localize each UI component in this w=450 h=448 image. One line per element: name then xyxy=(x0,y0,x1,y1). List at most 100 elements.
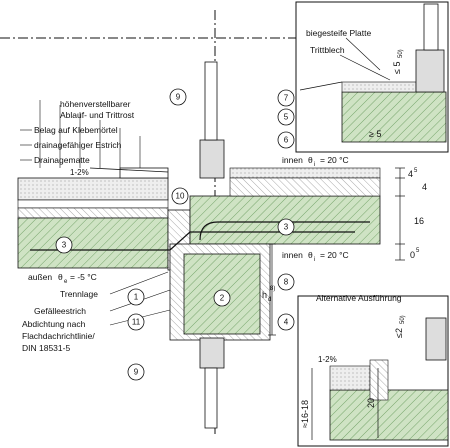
inset-bottom: Alternative Ausführung ≤2 50) 1-2% 20 ≈1… xyxy=(297,293,449,447)
svg-text:9: 9 xyxy=(176,93,181,102)
label-trennlage: Trennlage xyxy=(60,289,98,299)
inset-top-platte: biegesteife Platte xyxy=(306,28,371,38)
dim-d4: 0 xyxy=(410,250,415,260)
inset-top-dim-ge: ≥ 5 xyxy=(369,129,381,139)
marker-10: 10 xyxy=(171,187,189,205)
door-frame xyxy=(199,139,225,179)
inset-bottom-slab xyxy=(329,389,449,441)
marker-7: 7 xyxy=(277,89,295,107)
inset-top-dim-le-sup: 50) xyxy=(398,49,404,58)
marker-3-left: 3 xyxy=(55,236,73,254)
rebar-top xyxy=(30,231,355,251)
rebar-loop xyxy=(199,221,370,241)
inset-bottom-break xyxy=(369,359,389,401)
inset-bottom-dim-le-sup: 50) xyxy=(400,315,406,324)
innen-bottom-theta: θ xyxy=(308,250,313,260)
svg-text:7: 7 xyxy=(284,94,289,103)
svg-text:1: 1 xyxy=(134,293,139,302)
label-drainagematte: Drainagematte xyxy=(34,155,90,165)
drainage-mat xyxy=(17,199,169,209)
screed-layer xyxy=(17,177,169,201)
hd-label: h xyxy=(262,290,267,300)
leader-lines xyxy=(20,100,141,168)
inset-top-trittblech: Trittblech xyxy=(310,45,345,55)
window-glazing-lower xyxy=(204,367,218,429)
marker-9-top: 9 xyxy=(169,88,187,106)
label-abdichtung1: Abdichtung nach xyxy=(22,319,86,329)
inset-top-door-frame xyxy=(415,49,445,93)
dim-d1: 4 xyxy=(408,169,413,179)
temp-innen-bottom: innen θ i = 20 °C xyxy=(282,250,349,263)
innen-bottom-sub: i xyxy=(314,257,315,263)
marker-3-right: 3 xyxy=(277,218,295,236)
innen-top-theta: θ xyxy=(308,155,313,165)
interior-screed xyxy=(229,167,381,179)
label-ablauf: Ablauf- und Trittrost xyxy=(60,110,135,120)
door-glazing xyxy=(204,61,218,141)
main-section xyxy=(0,10,381,435)
dim-d3: 16 xyxy=(414,216,424,226)
inset-top: biegesteife Platte Trittblech ≤ 5 50) ≥ … xyxy=(295,1,449,153)
temp-innen-top: innen θ i = 20 °C xyxy=(282,155,349,168)
dim-d1-sup: 5 xyxy=(414,168,418,174)
aussen-sub: e xyxy=(64,279,68,285)
marker-11: 11 xyxy=(127,313,145,331)
svg-text:9: 9 xyxy=(134,368,139,377)
window-frame-lower xyxy=(199,337,225,369)
inset-bottom-slope: 1-2% xyxy=(318,355,337,364)
svg-text:3: 3 xyxy=(62,241,67,250)
inset-bottom-dim-le: ≤2 xyxy=(394,328,404,338)
marker-2: 2 xyxy=(213,289,231,307)
label-abdichtung3: DIN 18531-5 xyxy=(22,343,70,353)
dim-d2: 4 xyxy=(422,182,427,192)
inset-top-screed xyxy=(341,81,417,93)
hd-sup: 8) xyxy=(270,286,275,292)
aussen-value: = -5 °C xyxy=(70,272,97,282)
svg-text:10: 10 xyxy=(176,192,185,201)
svg-text:8: 8 xyxy=(284,278,289,287)
marker-8: 8 xyxy=(277,273,295,291)
exterior-slab xyxy=(17,217,169,269)
numbered-markers: 9 7 5 6 10 3 3 8 xyxy=(55,88,295,381)
innen-bottom-word: innen xyxy=(282,250,303,260)
inset-bottom-dim-20: 20 xyxy=(366,398,376,408)
svg-text:5: 5 xyxy=(284,113,289,122)
svg-text:3: 3 xyxy=(284,223,289,232)
inset-bottom-title: Alternative Ausführung xyxy=(316,293,402,303)
drain-grate xyxy=(119,167,169,179)
temp-aussen: außen θ e = -5 °C xyxy=(28,272,97,285)
right-dimension-chain: 4 5 4 16 0 5 xyxy=(395,167,427,261)
slope-screed xyxy=(17,207,169,219)
aussen-word: außen xyxy=(28,272,52,282)
inset-top-slab xyxy=(341,91,447,143)
inset-bottom-frame xyxy=(425,317,447,361)
inset-top-dim-le: ≤ 5 xyxy=(392,62,402,74)
svg-text:6: 6 xyxy=(284,136,289,145)
svg-text:4: 4 xyxy=(284,318,289,327)
svg-text:2: 2 xyxy=(220,294,225,303)
innen-bottom-value: = 20 °C xyxy=(320,250,349,260)
aussen-theta: θ xyxy=(58,272,63,282)
label-gefaelleestrich: Gefälleestrich xyxy=(34,306,86,316)
marker-5: 5 xyxy=(277,108,295,126)
innen-top-value: = 20 °C xyxy=(320,155,349,165)
label-hohenverstellbar: höhenverstellbarer xyxy=(60,99,131,109)
label-abdichtung2: Flachdachrichtlinie/ xyxy=(22,331,95,341)
interior-insulation xyxy=(229,177,381,197)
inset-bottom-dim-1618: ≈16-18 xyxy=(300,400,310,428)
marker-6: 6 xyxy=(277,131,295,149)
hd-dimension: h d 8) xyxy=(262,243,276,336)
label-belag: Belag auf Klebemörtel xyxy=(34,125,118,135)
inset-bottom-screed xyxy=(329,365,371,391)
label-slope-top: 1-2% xyxy=(70,168,89,177)
inset-top-glazing xyxy=(423,3,439,51)
innen-top-sub: i xyxy=(314,162,315,168)
innen-top-word: innen xyxy=(282,155,303,165)
marker-9-bottom: 9 xyxy=(127,363,145,381)
dim-d4-sup: 5 xyxy=(416,248,420,254)
marker-4: 4 xyxy=(277,313,295,331)
marker-1: 1 xyxy=(127,288,145,306)
hd-sub: d xyxy=(268,297,271,303)
label-estrich: drainagefähiger Estrich xyxy=(34,140,122,150)
